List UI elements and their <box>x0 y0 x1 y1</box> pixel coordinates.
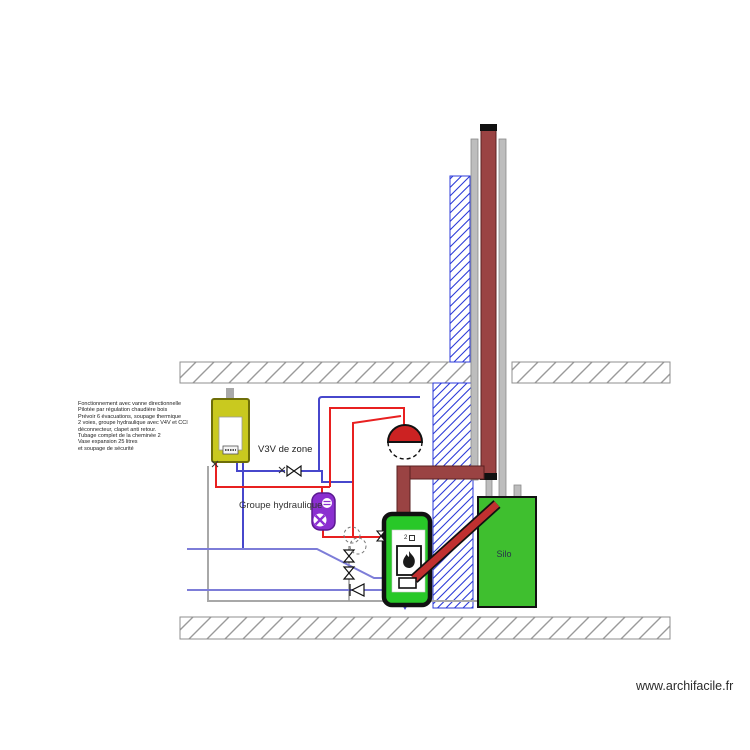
annotation-line: déconnecteur, clapet anti retour. <box>78 426 157 433</box>
pipe-hot-riser[interactable] <box>329 407 405 487</box>
boiler-badge-text: 2 <box>404 535 408 541</box>
pipe-hot-tank[interactable] <box>215 461 330 488</box>
valve-isolation-2[interactable] <box>342 566 356 580</box>
chimney-cap-top <box>480 124 497 131</box>
valve-zone-bowtie[interactable] <box>286 464 302 478</box>
valve-zone-handle-icon <box>278 466 286 474</box>
floor-slab-top-right[interactable] <box>511 361 671 384</box>
flame-icon <box>403 551 415 568</box>
pressure-gauge-icon <box>322 498 332 508</box>
chimney-flue[interactable] <box>480 129 497 476</box>
pump-dashed-circle-2[interactable] <box>349 537 367 555</box>
annotation-block[interactable]: Fonctionnement avec vanne directionnelle… <box>78 401 188 452</box>
floor-slab-bottom[interactable] <box>179 616 671 640</box>
label-hydraulic-group[interactable]: Groupe hydraulique <box>239 500 323 511</box>
pipe-return-v3v[interactable] <box>236 461 352 483</box>
wall-upper[interactable] <box>449 175 471 363</box>
pipe-hot-pump-boiler[interactable] <box>322 530 386 538</box>
flue-riser[interactable] <box>396 465 411 519</box>
watermark: www.archifacile.fr <box>636 679 734 693</box>
wall-lower[interactable] <box>432 382 474 609</box>
boiler-badge: 2 <box>404 535 416 541</box>
annotation-line: Pilotée par régulation chaudière bois <box>78 407 168 414</box>
label-zone-valve[interactable]: V3V de zone <box>258 444 313 455</box>
silo-label: Silo <box>496 549 512 559</box>
annotation-line: Vase expansion 25 litres <box>78 439 138 446</box>
pump-dashed-circle-1[interactable] <box>343 526 361 544</box>
pellet-slot <box>398 577 417 589</box>
pipe-secondary-supply[interactable] <box>187 548 383 579</box>
valve-boiler[interactable] <box>375 530 387 542</box>
silo-stub-right <box>513 484 522 498</box>
pipe-hot-main[interactable] <box>352 415 402 537</box>
expansion-vessel-bottom <box>387 441 423 460</box>
pellet-auger[interactable] <box>411 501 500 582</box>
annotation-line: Tubage complet de la cheminée 2 <box>78 433 161 440</box>
check-valve[interactable] <box>350 583 365 597</box>
valve-isolation-1[interactable] <box>342 549 356 563</box>
chimney-cap-bottom <box>480 473 497 480</box>
annotation-line: Fonctionnement avec vanne directionnelle <box>78 401 182 407</box>
chimney-liner-left[interactable] <box>470 138 479 481</box>
floor-slab-top-left[interactable] <box>179 361 472 384</box>
valve-tank-icon <box>211 460 219 468</box>
pressure-gauge-lines <box>323 500 331 506</box>
annotation-line: Prévoir 6 évacuations, soupage thermique <box>78 413 182 420</box>
boiler-badge-box-icon <box>409 535 416 541</box>
expansion-vessel-top[interactable] <box>386 424 424 443</box>
annotation-line: 2 voies, groupe hydraulique avec V4V et … <box>78 420 188 427</box>
tank-panel <box>218 416 243 451</box>
fan-blades <box>314 514 326 526</box>
silo-stub-left <box>485 477 493 498</box>
annotation-line: et soupage de sécurité <box>78 445 134 452</box>
tank-top-stub <box>226 388 234 400</box>
chimney-liner-right[interactable] <box>498 138 507 498</box>
pipe-return-top[interactable] <box>318 396 420 470</box>
